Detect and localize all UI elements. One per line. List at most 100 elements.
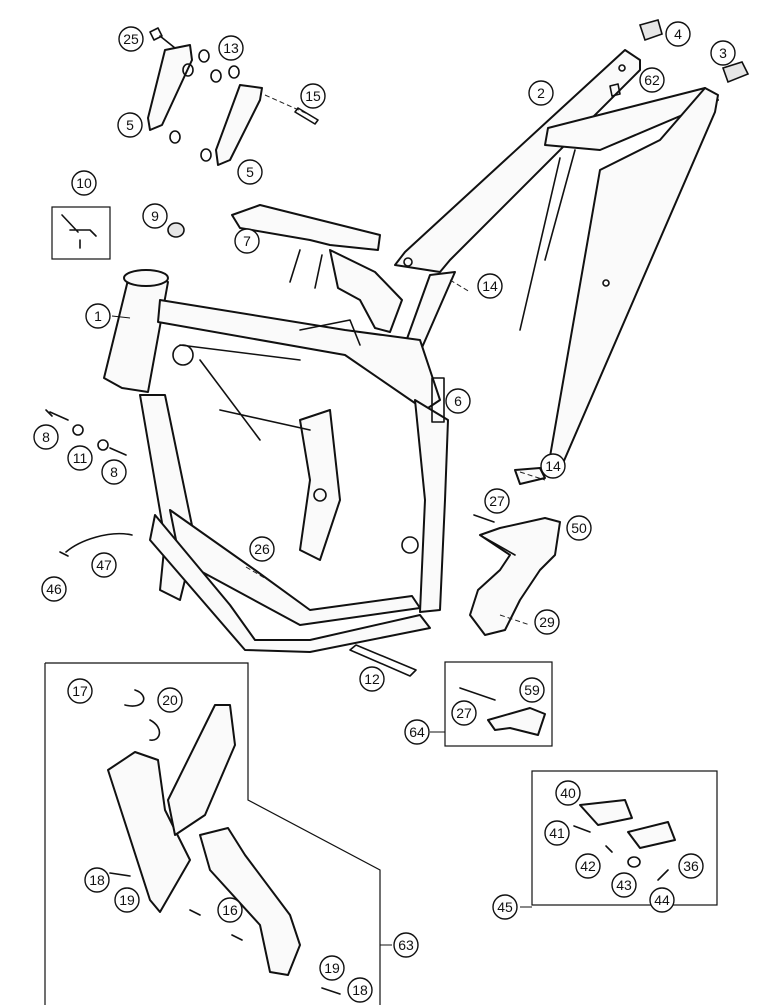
callout-label: 6 xyxy=(454,393,462,409)
bolt-27-drawing xyxy=(473,514,495,523)
callout-label: 18 xyxy=(89,872,105,888)
bracket-5-upper-drawing xyxy=(147,44,193,131)
subframe-drawing xyxy=(394,49,719,485)
callout-19-lower: 19 xyxy=(319,955,345,981)
callout-label: 5 xyxy=(246,164,254,180)
callout-11: 11 xyxy=(67,445,93,471)
bracket-5-lower-drawing xyxy=(215,84,263,166)
callout-40: 40 xyxy=(555,780,581,806)
callout-36: 36 xyxy=(678,853,704,879)
callout-6: 6 xyxy=(445,388,471,414)
bolt-14-upper-drawing xyxy=(449,279,471,293)
callout-label: 25 xyxy=(123,31,139,47)
callout-label: 27 xyxy=(489,493,505,509)
callout-label: 27 xyxy=(456,705,472,721)
callout-label: 12 xyxy=(364,671,380,687)
callout-10: 10 xyxy=(71,170,97,196)
callout-27-upper: 27 xyxy=(484,488,510,514)
screw-26-drawing xyxy=(245,566,269,581)
callout-16: 16 xyxy=(217,897,243,923)
callout-label: 3 xyxy=(719,45,727,61)
bolt-15-drawing xyxy=(264,94,319,125)
callout-label: 9 xyxy=(151,208,159,224)
callout-1: 1 xyxy=(85,303,111,329)
callout-label: 13 xyxy=(223,40,239,56)
bolt-12-drawing xyxy=(349,644,417,677)
callout-label: 5 xyxy=(126,117,134,133)
callout-42: 42 xyxy=(575,853,601,879)
bolt-25-drawing xyxy=(149,27,176,49)
bolt-29-drawing xyxy=(499,614,531,626)
frame-protector-box xyxy=(44,662,381,1005)
callout-44: 44 xyxy=(649,887,675,913)
callout-label: 19 xyxy=(324,960,340,976)
callout-27-lower: 27 xyxy=(451,700,477,726)
callout-label: 17 xyxy=(72,683,88,699)
callout-18-lower: 18 xyxy=(347,977,373,1003)
callout-47: 47 xyxy=(91,552,117,578)
callout-2: 2 xyxy=(528,80,554,106)
callout-5-upper: 5 xyxy=(117,112,143,138)
bolt-8-right-drawing xyxy=(109,447,127,456)
callout-43: 43 xyxy=(611,872,637,898)
callout-label: 59 xyxy=(524,682,540,698)
main-frame-drawing xyxy=(103,269,449,653)
callout-64: 64 xyxy=(404,719,430,745)
hose-47-drawing xyxy=(59,532,133,557)
screw-62-drawing xyxy=(609,83,621,97)
callout-label: 45 xyxy=(497,899,513,915)
callout-label: 8 xyxy=(42,429,50,445)
callout-label: 10 xyxy=(76,175,92,191)
callout-label: 42 xyxy=(580,858,596,874)
part-10-detail-box xyxy=(51,206,111,260)
callout-label: 50 xyxy=(571,520,587,536)
callout-59: 59 xyxy=(519,677,545,703)
callout-8-right: 8 xyxy=(101,459,127,485)
callout-label: 8 xyxy=(110,464,118,480)
callout-label: 2 xyxy=(537,85,545,101)
callout-label: 18 xyxy=(352,982,368,998)
footrest-box xyxy=(531,770,718,906)
callout-15: 15 xyxy=(300,83,326,109)
callout-label: 15 xyxy=(305,88,321,104)
callout-8-left: 8 xyxy=(33,424,59,450)
callout-label: 20 xyxy=(162,692,178,708)
callout-45: 45 xyxy=(492,894,518,920)
callout-label: 43 xyxy=(616,877,632,893)
callout-label: 46 xyxy=(46,581,62,597)
cap-9-drawing xyxy=(167,222,185,238)
callout-25: 25 xyxy=(118,26,144,52)
subframe-cap-3-drawing xyxy=(721,61,750,84)
callout-label: 41 xyxy=(549,825,565,841)
bolt-14-lower-drawing xyxy=(519,471,546,481)
callout-label: 40 xyxy=(560,785,576,801)
callout-label: 47 xyxy=(96,557,112,573)
callout-label: 63 xyxy=(398,937,414,953)
callout-14-upper: 14 xyxy=(477,273,503,299)
callout-label: 62 xyxy=(644,72,660,88)
subframe-cap-4-drawing xyxy=(638,19,663,42)
callout-label: 36 xyxy=(683,858,699,874)
washers-13-drawing xyxy=(169,49,240,162)
callout-label: 19 xyxy=(119,892,135,908)
callout-14-lower: 14 xyxy=(540,453,566,479)
callout-18-upper: 18 xyxy=(84,867,110,893)
callout-41: 41 xyxy=(544,820,570,846)
plate-6-drawing xyxy=(431,377,445,423)
callout-label: 11 xyxy=(73,450,88,466)
callout-63: 63 xyxy=(393,932,419,958)
callout-label: 44 xyxy=(654,892,670,908)
callout-label: 7 xyxy=(243,233,251,249)
callout-4: 4 xyxy=(665,21,691,47)
callout-17: 17 xyxy=(67,678,93,704)
callout-5-lower: 5 xyxy=(237,159,263,185)
callout-13: 13 xyxy=(218,35,244,61)
leader-lines xyxy=(111,315,532,946)
nut-11-drawing xyxy=(72,424,109,451)
callout-20: 20 xyxy=(157,687,183,713)
callout-12: 12 xyxy=(359,666,385,692)
callout-26: 26 xyxy=(249,536,275,562)
callout-19-upper: 19 xyxy=(114,887,140,913)
callout-50: 50 xyxy=(566,515,592,541)
